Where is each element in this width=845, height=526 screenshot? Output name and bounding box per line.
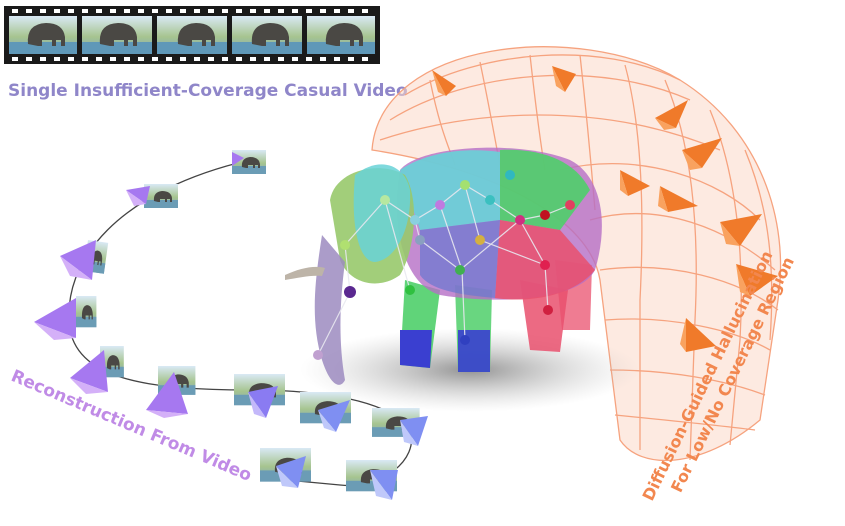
film-frame xyxy=(307,16,375,54)
film-frame xyxy=(157,16,227,54)
elephant-icon xyxy=(285,147,602,385)
camera-frustum-icon xyxy=(234,374,428,500)
virtual-camera-icon xyxy=(432,66,778,352)
filmstrip-icon xyxy=(4,6,380,64)
reconstruction-caption: Reconstruction From Video xyxy=(8,366,254,486)
film-frame xyxy=(9,16,77,54)
top-title: Single Insufficient-Coverage Casual Vide… xyxy=(8,81,408,101)
control-point xyxy=(313,170,575,360)
film-frame xyxy=(82,16,152,54)
camera-frustum-icon xyxy=(34,150,266,418)
film-frame xyxy=(232,16,302,54)
